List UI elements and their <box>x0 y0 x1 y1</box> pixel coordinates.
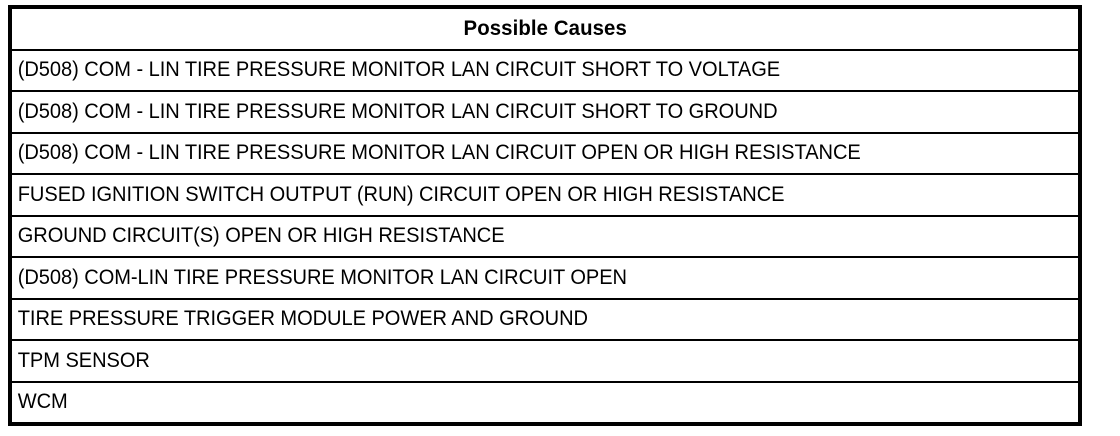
cause-text: (D508) COM - LIN TIRE PRESSURE MONITOR L… <box>17 141 861 165</box>
table-row: (D508) COM-LIN TIRE PRESSURE MONITOR LAN… <box>12 258 1078 300</box>
table-row: (D508) COM - LIN TIRE PRESSURE MONITOR L… <box>12 133 1078 175</box>
table-row: (D508) COM - LIN TIRE PRESSURE MONITOR L… <box>12 92 1078 134</box>
cause-text: (D508) COM - LIN TIRE PRESSURE MONITOR L… <box>17 99 778 123</box>
table-header-row: Possible Causes <box>12 9 1078 51</box>
cause-text: TIRE PRESSURE TRIGGER MODULE POWER AND G… <box>17 307 588 331</box>
possible-causes-table: Possible Causes (D508) COM - LIN TIRE PR… <box>8 5 1082 426</box>
table-header-possible-causes: Possible Causes <box>463 16 627 40</box>
table-row: TIRE PRESSURE TRIGGER MODULE POWER AND G… <box>12 299 1078 341</box>
cause-text: TPM SENSOR <box>17 348 150 372</box>
table-body: Possible Causes (D508) COM - LIN TIRE PR… <box>12 9 1078 422</box>
cause-text: FUSED IGNITION SWITCH OUTPUT (RUN) CIRCU… <box>17 182 785 206</box>
table-row: FUSED IGNITION SWITCH OUTPUT (RUN) CIRCU… <box>12 175 1078 217</box>
cause-text: GROUND CIRCUIT(S) OPEN OR HIGH RESISTANC… <box>17 224 505 248</box>
table-row: GROUND CIRCUIT(S) OPEN OR HIGH RESISTANC… <box>12 216 1078 258</box>
cause-text: WCM <box>17 390 68 414</box>
table-row: WCM <box>12 382 1078 422</box>
cause-text: (D508) COM-LIN TIRE PRESSURE MONITOR LAN… <box>17 265 627 289</box>
table-row: (D508) COM - LIN TIRE PRESSURE MONITOR L… <box>12 50 1078 92</box>
table-row: TPM SENSOR <box>12 341 1078 383</box>
cause-text: (D508) COM - LIN TIRE PRESSURE MONITOR L… <box>17 58 781 82</box>
